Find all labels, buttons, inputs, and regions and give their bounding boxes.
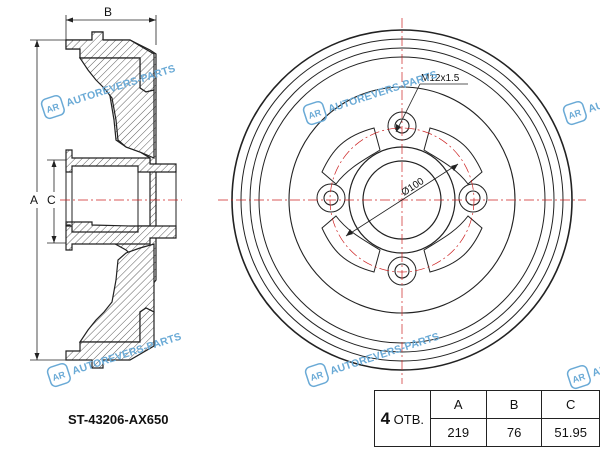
window-cutout-se — [423, 215, 483, 273]
dimension-a-label: A — [30, 193, 38, 207]
bolt-hole-left — [316, 183, 346, 213]
holes-unit: ОТВ. — [393, 411, 425, 427]
pcd-circle — [329, 127, 475, 273]
watermark-3: AR AUTOREVERS-PARTS — [562, 69, 600, 126]
thread-callout: M12x1.5 — [395, 73, 468, 133]
svg-text:AUTOREVERS-PARTS: AUTOREVERS-PARTS — [329, 331, 441, 378]
dimension-a: A — [30, 39, 66, 361]
svg-text:AR: AR — [309, 369, 325, 383]
svg-text:AUTOREVERS-PARTS: AUTOREVERS-PARTS — [587, 69, 600, 116]
header-c: C — [541, 390, 600, 419]
pcd-label: Ø100 — [400, 176, 427, 199]
watermark-5: AR AUTOREVERS-PARTS — [304, 331, 441, 388]
header-a: A — [429, 390, 487, 419]
part-number: ST-43206-AX650 — [68, 412, 169, 427]
svg-text:AR: AR — [307, 107, 323, 121]
window-cutout-ne — [423, 127, 483, 185]
holes-count-cell: 4 ОТВ. — [374, 390, 431, 447]
drum-wall-lower — [65, 307, 155, 369]
svg-text:AR: AR — [571, 371, 587, 385]
value-c: 51.95 — [541, 418, 600, 447]
svg-text:AUTOREVERS-PARTS: AUTOREVERS-PARTS — [327, 69, 439, 116]
svg-text:AR: AR — [567, 107, 583, 121]
hub-flange — [78, 57, 155, 159]
hub-barrel-lower — [65, 225, 177, 251]
spec-table: 4 ОТВ. A B C 219 76 51.95 — [374, 390, 600, 447]
svg-text:AR: AR — [51, 369, 67, 383]
dimension-b: B — [65, 5, 157, 45]
value-a: 219 — [429, 418, 487, 447]
thread-label: M12x1.5 — [421, 73, 460, 84]
svg-text:AUTOREVERS-PARTS: AUTOREVERS-PARTS — [591, 333, 600, 380]
side-section-view: B A C — [30, 5, 182, 369]
watermark-6: AR AUTOREVERS-PARTS — [566, 333, 600, 390]
dimension-c-label: C — [47, 193, 56, 207]
window-cutout-sw — [321, 215, 381, 273]
hub-barrel-upper — [65, 149, 177, 173]
dimension-b-label: B — [104, 5, 112, 19]
header-b: B — [485, 390, 543, 419]
bolt-hole-right — [458, 183, 488, 213]
watermark-2: AR AUTOREVERS-PARTS — [302, 69, 439, 126]
window-cutout-nw — [321, 127, 381, 185]
value-b: 76 — [485, 418, 543, 447]
front-view-centerlines — [218, 18, 586, 384]
holes-count: 4 — [380, 408, 391, 428]
svg-text:AR: AR — [45, 101, 61, 115]
